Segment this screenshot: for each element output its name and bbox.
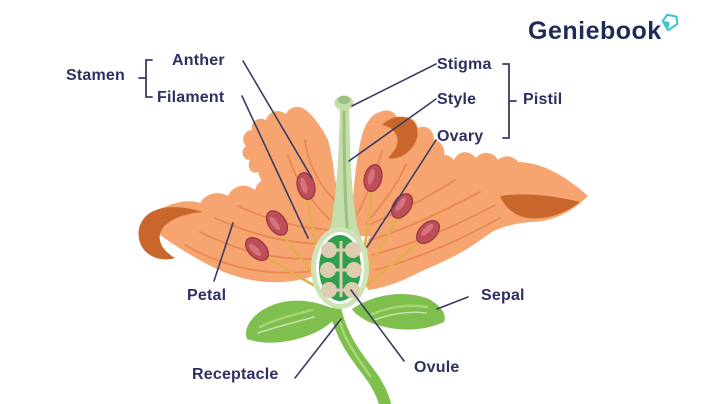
pistil-bracket xyxy=(502,63,517,139)
ovary-leader xyxy=(366,139,437,248)
brackets xyxy=(138,59,517,139)
label-filament: Filament xyxy=(157,89,225,106)
label-stamen: Stamen xyxy=(66,67,125,84)
ovules xyxy=(320,242,362,298)
geniebook-logo: Geniebook xyxy=(528,13,688,55)
label-anther: Anther xyxy=(172,52,225,69)
stem xyxy=(330,306,391,404)
right-sepal xyxy=(352,293,445,330)
left-petal-curl xyxy=(138,207,203,260)
filament-leader xyxy=(241,95,309,239)
gem-diamond-icon xyxy=(661,13,679,32)
ovule-seed xyxy=(320,262,336,278)
label-petal: Petal xyxy=(187,287,227,304)
leader-lines xyxy=(213,60,469,379)
petal-leader xyxy=(213,222,234,282)
label-sepal: Sepal xyxy=(481,287,525,304)
anther-pod xyxy=(265,210,289,236)
ovule-seed xyxy=(345,242,361,258)
ovule-seed xyxy=(321,282,337,298)
sepals xyxy=(246,293,445,343)
label-style: Style xyxy=(437,91,477,108)
stigma-leader xyxy=(351,63,437,107)
receptacle-leader xyxy=(294,318,342,379)
label-pistil: Pistil xyxy=(523,91,563,108)
ovule-seed xyxy=(346,262,362,278)
left-sepal xyxy=(246,300,340,343)
anther-pod xyxy=(244,236,270,262)
ovule-seed xyxy=(344,282,360,298)
right-petal-fold xyxy=(500,194,580,219)
pistil-style xyxy=(315,95,369,253)
style-leader xyxy=(348,98,437,162)
anther-pod xyxy=(296,172,316,200)
sepal-leader xyxy=(436,296,469,310)
anther-leader xyxy=(242,60,313,179)
anther-pod xyxy=(363,163,383,193)
stamen-bracket xyxy=(138,59,153,98)
anther-pod xyxy=(415,219,441,245)
logo-text: Geniebook xyxy=(528,17,662,45)
label-receptacle: Receptacle xyxy=(192,366,279,383)
label-ovule: Ovule xyxy=(414,359,460,376)
label-ovary: Ovary xyxy=(437,128,484,145)
ovule-leader xyxy=(350,289,405,362)
ovule-seed xyxy=(321,242,337,258)
label-stigma: Stigma xyxy=(437,56,492,73)
ovary xyxy=(311,227,369,309)
top-petal-curl xyxy=(382,116,418,159)
